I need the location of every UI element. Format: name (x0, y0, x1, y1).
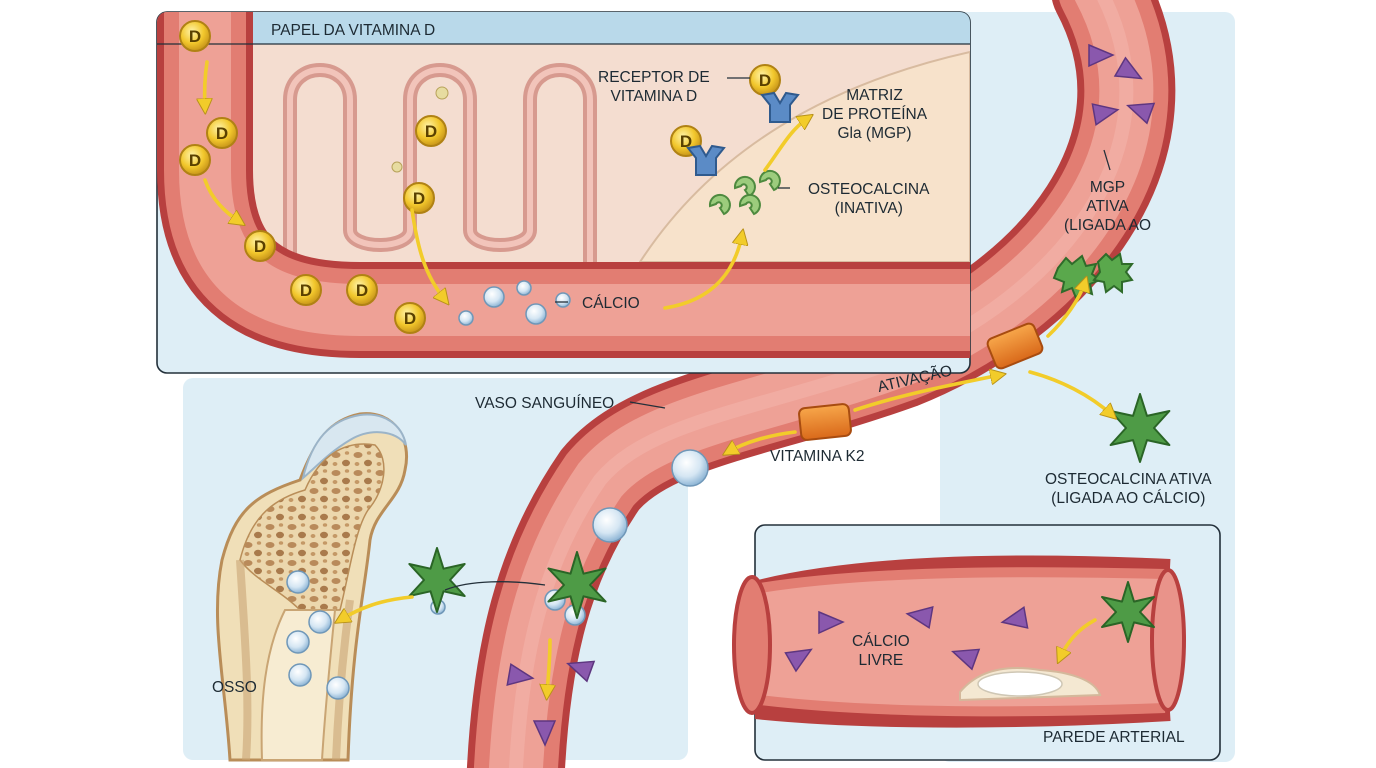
calcium-particle (671, 449, 709, 487)
label-mgp: MATRIZ DE PROTEÍNA Gla (MGP) (822, 87, 928, 142)
vitamin-d-molecule: D (749, 64, 781, 96)
free-calcium-triangle (818, 610, 845, 635)
label-calcio: CÁLCIO (582, 295, 640, 312)
calcium-particle (525, 303, 547, 325)
calcium-particle (326, 676, 350, 700)
main-blood-vessel (466, 0, 1176, 768)
panel-title-parede-arterial: PAREDE ARTERIAL (1043, 729, 1185, 746)
free-calcium-triangle (506, 663, 535, 686)
free-calcium-triangles (506, 43, 1156, 747)
vitamin-d-molecule: D (415, 115, 447, 147)
osteocalcin-inactive (708, 169, 781, 216)
calcium-particle (555, 292, 571, 308)
label-vaso-sanguineo: VASO SANGUÍNEO (475, 395, 615, 412)
vitamin-d-molecule: D (394, 302, 426, 334)
label-vitamina-k2: VITAMINA K2 (770, 448, 865, 465)
free-calcium-triangle (532, 720, 557, 747)
calcium-particles (458, 280, 571, 326)
vitamin-d-letter: D (189, 27, 201, 46)
calcium-particle (458, 310, 474, 326)
vitamin-d-receptor (686, 91, 800, 176)
vitamin-d-molecule: D (403, 182, 435, 214)
active-osteocalcin-star (547, 551, 607, 619)
vitamin-d-molecule: D (206, 117, 238, 149)
vitamin-d-molecule: D (179, 20, 211, 52)
free-calcium-triangle (1088, 43, 1115, 68)
free-calcium-triangle (784, 648, 813, 673)
label-osteocalcina-ativa: OSTEOCALCINA ATIVA (LIGADA AO CÁLCIO) (1045, 471, 1212, 507)
vitamin-d-letter: D (425, 122, 437, 141)
calcium-particle (286, 570, 310, 594)
label-osteocalcina-inativa: OSTEOCALCINA (INATIVA) (808, 181, 930, 217)
panel-title-vitamin-d: PAPEL DA VITAMINA D (271, 22, 436, 39)
calcium-particle (288, 663, 312, 687)
artery-wall-panel (732, 524, 1221, 761)
vitamin-d-letter: D (413, 189, 425, 208)
vitamin-d-letter: D (254, 237, 266, 256)
active-osteocalcin-star (1101, 581, 1155, 643)
vitamin-d-letter: D (356, 281, 368, 300)
vitamin-d-letter: D (300, 281, 312, 300)
vitamin-d-molecule: D (290, 274, 322, 306)
label-osso: OSSO (212, 679, 257, 696)
calcium-particle (483, 286, 505, 308)
osteocalcin-active (408, 393, 1171, 643)
free-calcium-triangle (1091, 103, 1120, 127)
vitamin-d-letter: D (404, 309, 416, 328)
vitamin-k2-molecules (798, 322, 1044, 441)
calcium-particle (592, 507, 628, 543)
vitamin-d-letter: D (189, 151, 201, 170)
vitamin-d-letter: D (680, 132, 692, 151)
free-calcium-triangle (951, 648, 981, 671)
free-calcium-triangle (1126, 102, 1156, 125)
calcium-particle (308, 610, 332, 634)
free-calcium-triangle (905, 606, 934, 629)
vitamin-d-letter: D (759, 71, 771, 90)
free-calcium-triangle (566, 660, 596, 683)
leader-lines (555, 77, 1111, 409)
label-calcio-livre: CÁLCIO LIVRE (852, 633, 910, 669)
free-calcium-triangle (1000, 605, 1029, 629)
vitamin-d-letter: D (216, 124, 228, 143)
flow-arrows (205, 60, 1112, 694)
vitamin-d-molecule: D (346, 274, 378, 306)
free-calcium-triangle (1113, 56, 1143, 80)
calcium-particle (516, 280, 532, 296)
label-receptor: RECEPTOR DE VITAMINA D (598, 69, 710, 105)
calcium-particle (286, 630, 310, 654)
label-mgp-ativa: MGP ATIVA (LIGADA AO (1064, 179, 1152, 234)
active-osteocalcin-star (408, 547, 466, 613)
vitamin-d-molecule: D (179, 144, 211, 176)
vitamin-d-molecule: D (244, 230, 276, 262)
